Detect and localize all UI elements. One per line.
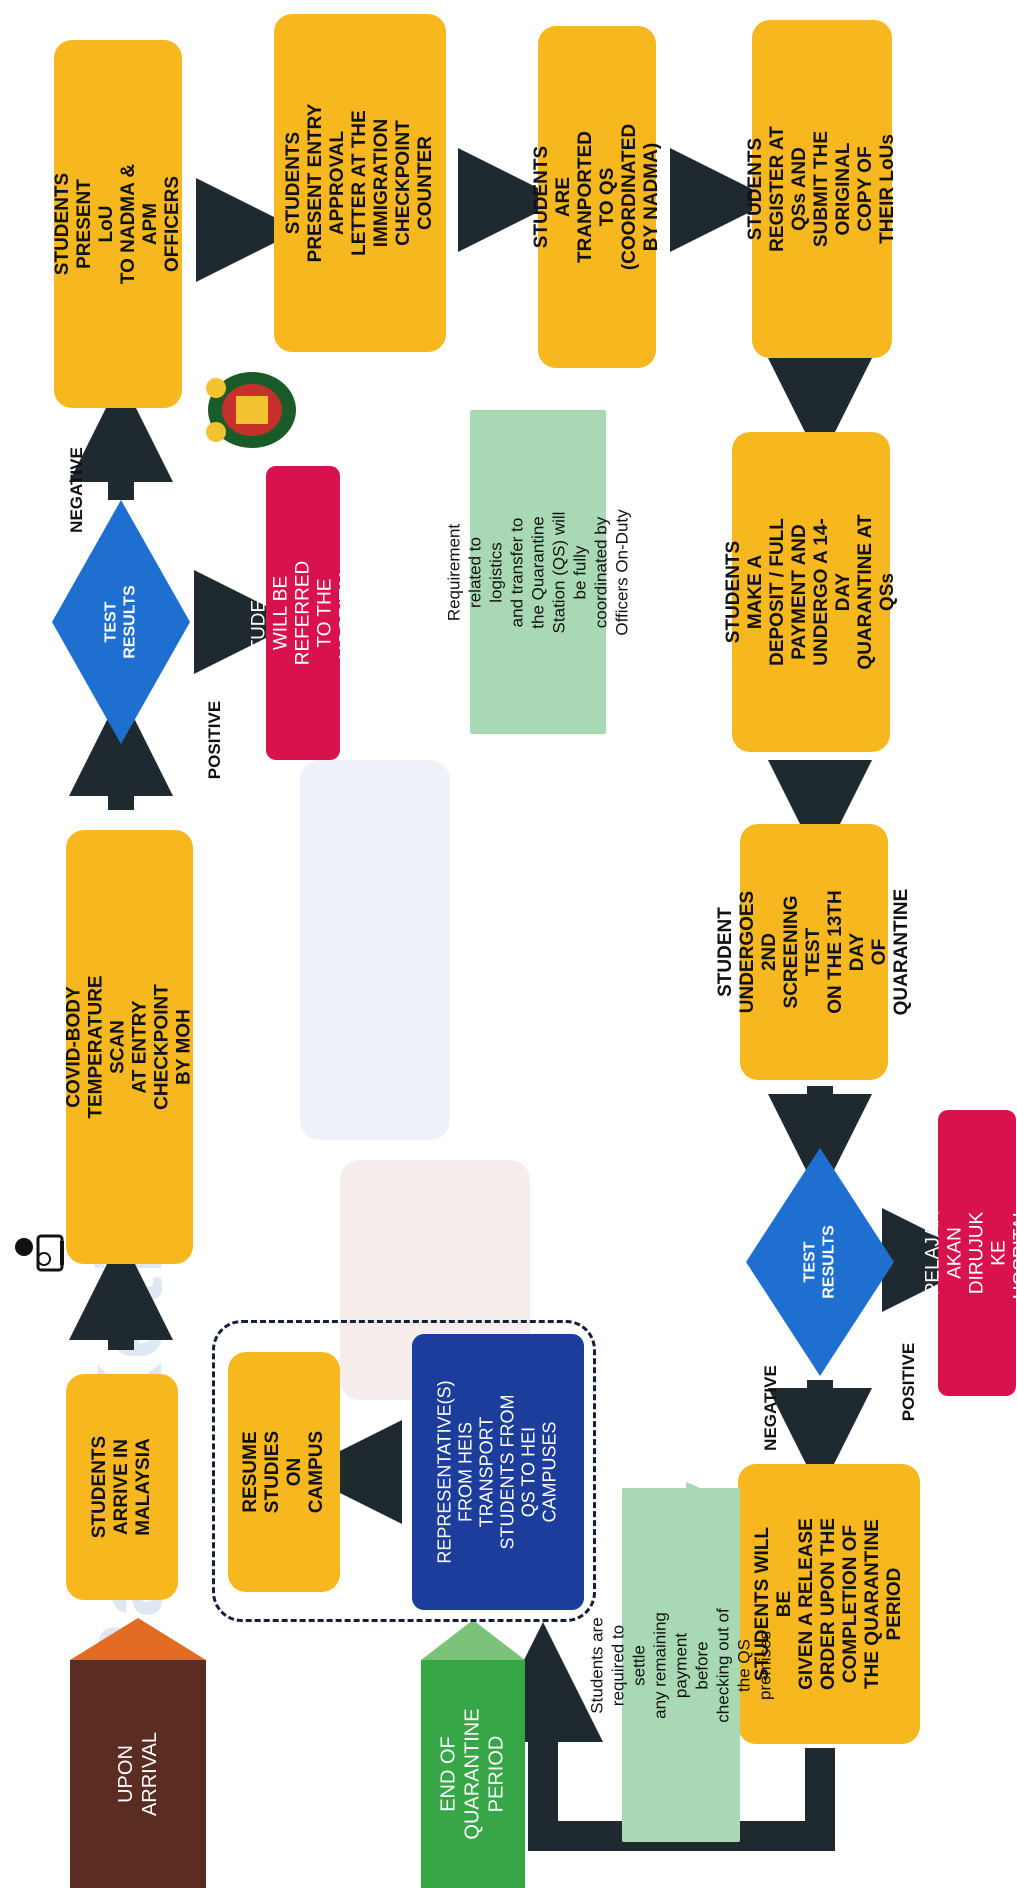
background-photo-blue bbox=[300, 760, 450, 1140]
label-positive-2: POSITIVE bbox=[899, 1342, 919, 1422]
label-positive-1: POSITIVE bbox=[205, 700, 225, 780]
node-resume-studies: RESUME STUDIES ON CAMPUS bbox=[228, 1352, 340, 1592]
node-entry-approval: STUDENTS PRESENT ENTRY APPROVAL LETTER A… bbox=[274, 14, 446, 352]
node-arrive: STUDENTS ARRIVE IN MALAYSIA bbox=[66, 1374, 178, 1600]
node-pelajar-hospital: PELAJAR AKAN DIRUJUK KE HOSPITAL bbox=[922, 1110, 1017, 1396]
hei-group-outline bbox=[212, 1320, 596, 1622]
government-crest-icon bbox=[206, 372, 296, 448]
node-representatives: REPRESENTATIVE(S) FROM HEIS TRANSPORT ST… bbox=[412, 1334, 584, 1610]
node-second-screening: STUDENT UNDERGOES 2ND SCREENING TEST ON … bbox=[715, 824, 912, 1080]
node-temperature-scan: COVID-BODY TEMPERATURE SCAN AT ENTRY CHE… bbox=[64, 830, 195, 1264]
person-laptop-icon bbox=[15, 1234, 64, 1272]
decision-diamond-1 bbox=[52, 500, 190, 744]
node-present-lou: STUDENTS PRESENT LoU TO NADMA & APM OFFI… bbox=[52, 40, 183, 408]
node-register-qs: STUDENTS REGISTER AT QSs AND SUBMIT THE … bbox=[745, 20, 898, 358]
node-test-results-2: TEST RESULTS bbox=[801, 1225, 838, 1299]
upon-arrival-tab-tip bbox=[70, 1618, 206, 1660]
note-settle-payment: Students are required to settle any rema… bbox=[588, 1488, 775, 1842]
end-quarantine-tab: END OF QUARANTINE PERIOD bbox=[421, 1660, 525, 1888]
label-negative-1: NEGATIVE bbox=[67, 447, 87, 533]
node-transported-qs: STUDENTS ARE TRANPORTED TO QS (COORDINAT… bbox=[531, 26, 662, 368]
node-test-results-1: TEST RESULTS bbox=[102, 585, 139, 659]
upon-arrival-tab: UPON ARRIVAL bbox=[70, 1660, 206, 1888]
label-negative-2: NEGATIVE bbox=[761, 1365, 781, 1451]
end-quarantine-tab-tip bbox=[421, 1620, 525, 1660]
decision-diamond-2 bbox=[746, 1148, 894, 1376]
node-deposit-quarantine: STUDENTS MAKE A DEPOSIT / FULL PAYMENT A… bbox=[723, 432, 898, 752]
node-referred-hospital: STUDENTS WILL BE REFERRED TO THE HOSPITA… bbox=[248, 466, 357, 760]
node-release-order: STUDENTS WILL BE GIVEN A RELEASE ORDER U… bbox=[738, 1464, 920, 1744]
note-logistics: Requirement related to logistics and tra… bbox=[445, 410, 632, 734]
